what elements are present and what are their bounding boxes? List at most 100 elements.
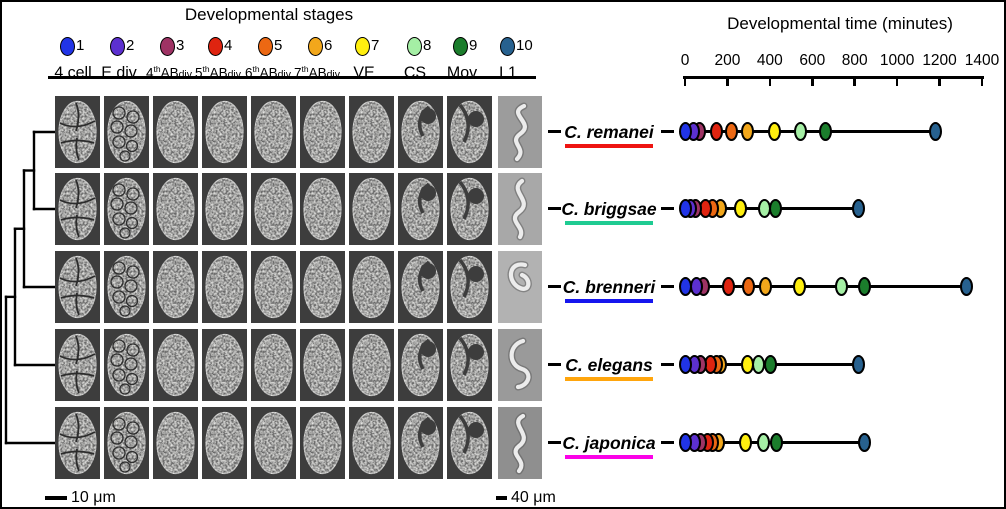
timeline-stage-dot (857, 433, 871, 452)
axis-tick-label: 1200 (922, 52, 957, 69)
legend-stage-dot (499, 37, 515, 56)
legend-stage-number: 5 (274, 37, 283, 54)
axis-tick-label: 800 (841, 52, 868, 69)
legend-stage-number: 8 (423, 37, 432, 54)
embryo-micrograph (202, 173, 247, 245)
axis-tick-label: 400 (756, 52, 783, 69)
leader-dash-right (661, 441, 674, 444)
axis-tick-label: 1400 (964, 52, 1000, 69)
leader-dash-left (548, 130, 561, 133)
leader-dash-right (661, 130, 674, 133)
embryo-micrograph (55, 96, 100, 168)
embryo-micrograph (251, 173, 296, 245)
timeline-stage-dot (959, 277, 973, 296)
timeline-stage-dot (710, 122, 724, 141)
axis-title: Developmental time (minutes) (727, 14, 953, 33)
embryo-micrograph (104, 96, 149, 168)
timeline-stage-dot (725, 122, 739, 141)
embryo-micrograph (104, 407, 149, 479)
leader-dash-left (548, 441, 561, 444)
embryo-micrograph (398, 407, 443, 479)
embryo-micrograph (398, 329, 443, 401)
species-label: C. japonica (562, 433, 656, 453)
timeline-stage-dot (767, 122, 781, 141)
legend-stage-number: 10 (516, 37, 533, 54)
legend-stage-number: 7 (371, 37, 380, 54)
timeline-stage-dot (678, 199, 692, 218)
timeline-stage-dot (678, 433, 692, 452)
axis-tick (768, 76, 772, 86)
embryo-micrograph (153, 329, 198, 401)
embryo-micrograph (202, 251, 247, 323)
embryo-micrograph (55, 251, 100, 323)
larva-micrograph (498, 173, 542, 245)
legend-stage-dot (109, 37, 125, 56)
legend-stage-dot (452, 37, 468, 56)
timeline-stage-dot (759, 277, 773, 296)
embryo-micrograph (300, 329, 345, 401)
timeline-line (685, 130, 936, 133)
timeline-stage-dot (852, 355, 866, 374)
timeline-stage-dot (928, 122, 942, 141)
species-label: C. remanei (564, 122, 654, 142)
embryo-micrograph (153, 173, 198, 245)
species-underline (565, 377, 653, 381)
axis-tick-label: 0 (680, 52, 690, 69)
legend-stage-dot (159, 37, 175, 56)
embryo-micrograph (55, 329, 100, 401)
species-underline (565, 299, 653, 303)
legend-underline (48, 76, 536, 79)
leader-dash-right (661, 285, 674, 288)
timeline-stage-dot (818, 122, 832, 141)
timeline-stage-dot (733, 199, 747, 218)
embryo-micrograph (447, 329, 492, 401)
legend-stage-dot (257, 37, 273, 56)
larva-micrograph (498, 329, 542, 401)
embryo-micrograph (398, 96, 443, 168)
phylogenetic-tree (4, 130, 59, 445)
embryo-micrograph (251, 329, 296, 401)
timeline-stage-dot (678, 122, 692, 141)
axis-tick (938, 76, 941, 86)
embryo-micrograph (447, 407, 492, 479)
timeline-stage-dot (756, 433, 770, 452)
embryo-micrograph (202, 407, 247, 479)
axis-tick (726, 76, 729, 86)
species-label: C. brenneri (562, 277, 656, 297)
legend-stage-dot (307, 37, 323, 56)
embryo-micrograph (349, 96, 394, 168)
embryo-micrograph (300, 173, 345, 245)
legend-stage-number: 9 (469, 37, 478, 54)
timeline-stage-dot (758, 199, 772, 218)
legend-stage-dot (59, 37, 75, 56)
leader-dash-left (548, 363, 561, 366)
timeline-stage-dot (738, 433, 752, 452)
legend-stage-dot (207, 37, 223, 56)
timeline-stage-dot (741, 122, 755, 141)
axis-tick (683, 76, 687, 86)
species-underline (565, 221, 653, 225)
axis-tick-label: 1000 (879, 52, 915, 69)
timeline-stage-dot (764, 355, 778, 374)
embryo-micrograph (300, 251, 345, 323)
embryo-micrograph (349, 407, 394, 479)
embryo-micrograph (447, 173, 492, 245)
species-label: C. briggsae (561, 199, 657, 219)
embryo-micrograph (251, 251, 296, 323)
axis-tick-label: 600 (799, 52, 826, 69)
timeline-stage-dot (678, 277, 692, 296)
embryo-micrograph (398, 251, 443, 323)
embryo-micrograph (153, 251, 198, 323)
timeline-stage-dot (769, 433, 783, 452)
embryo-micrograph (349, 173, 394, 245)
embryo-micrograph (104, 329, 149, 401)
legend-stage-number: 3 (176, 37, 185, 54)
timeline-stage-dot (741, 355, 755, 374)
larva-micrograph (498, 96, 542, 168)
embryo-micrograph (104, 251, 149, 323)
leader-dash-left (548, 207, 561, 210)
axis-tick (895, 76, 899, 86)
axis-tick-label: 200 (714, 52, 741, 69)
timeline-stage-dot (721, 277, 735, 296)
embryo-micrograph (398, 173, 443, 245)
